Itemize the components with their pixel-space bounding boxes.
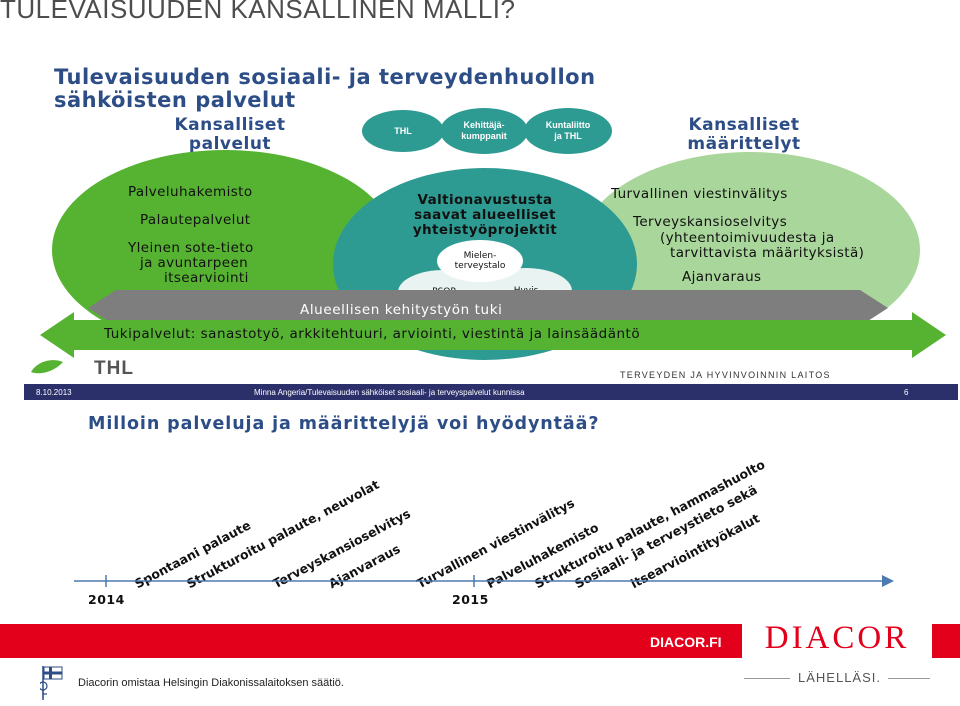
right-heading-line1: Kansalliset (688, 115, 800, 135)
regional-support-band (88, 290, 888, 326)
ownership-note: Diacorin omistaa Helsingin Diakonissalai… (78, 677, 344, 689)
foundation-flag-icon (40, 666, 63, 700)
footer-page: 6 (904, 388, 909, 397)
right-heading-line2: määrittelyt (687, 134, 801, 154)
thl-leaf-icon (31, 360, 63, 374)
tagline-rule-right (888, 678, 930, 679)
right-item-3: (yhteentoimivuudesta ja (660, 230, 835, 246)
tagline-rule-left (744, 678, 790, 679)
right-item-2: Terveyskansioselvitys (633, 214, 788, 230)
right-item-4: tarvittavista määrityksistä) (670, 245, 865, 261)
circle-mielenterveystalo: Mielen-terveystalo (437, 240, 523, 282)
left-item-5: itsearviointi (164, 270, 249, 286)
pill-thl: THL (362, 110, 444, 152)
left-item-1: Palveluhakemisto (128, 184, 253, 200)
slide-title: TULEVAISUUDEN KANSALLINEN MALLI? (0, 0, 516, 24)
thl-logo-text: THL (94, 358, 134, 379)
footer-date: 8.10.2013 (36, 388, 72, 397)
left-heading-line1: Kansalliset (174, 115, 286, 135)
left-section-heading: Kansalliset palvelut (130, 116, 330, 154)
slide-footer-bar (24, 384, 958, 400)
right-item-5: Ajanvaraus (682, 269, 762, 285)
footer-author: Minna Angeria/Tulevaisuuden sähköiset so… (254, 388, 525, 397)
diacor-url-link[interactable]: DIACOR.FI (650, 634, 722, 650)
panel-title-line2: sähköisten palvelut (54, 88, 296, 112)
year-2015: 2015 (452, 592, 489, 607)
panel-title-line1: Tulevaisuuden sosiaali- ja terveydenhuol… (54, 65, 596, 89)
left-item-2: Palautepalvelut (140, 212, 251, 228)
year-2014: 2014 (88, 592, 125, 607)
question-heading: Milloin palveluja ja määrittelyjä voi hy… (88, 414, 600, 434)
left-item-3: Yleinen sote-tieto (128, 240, 254, 256)
center-title: Valtionavustusta saavat alueelliset yhte… (412, 192, 558, 238)
band-label: Alueellisen kehitystyön tuki (300, 302, 503, 318)
pill-kehittajakumppanit: Kehittäjä-kumppanit (440, 108, 528, 154)
panel-title: Tulevaisuuden sosiaali- ja terveydenhuol… (54, 66, 596, 112)
support-services-arrow (40, 312, 946, 358)
right-item-1: Turvallinen viestinvälitys (611, 186, 788, 202)
right-section-heading: Kansalliset määrittelyt (644, 116, 844, 154)
diacor-tagline: LÄHELLÄSI. (798, 670, 881, 685)
left-heading-line2: palvelut (188, 134, 272, 154)
support-services-label: Tukipalvelut: sanastotyö, arkkitehtuuri,… (104, 326, 641, 342)
institute-name: TERVEYDEN JA HYVINVOINNIN LAITOS (620, 370, 831, 380)
diacor-logo: DIACOR (742, 618, 932, 658)
left-item-4: ja avuntarpeen (140, 255, 249, 271)
timeline-axis (74, 575, 894, 587)
